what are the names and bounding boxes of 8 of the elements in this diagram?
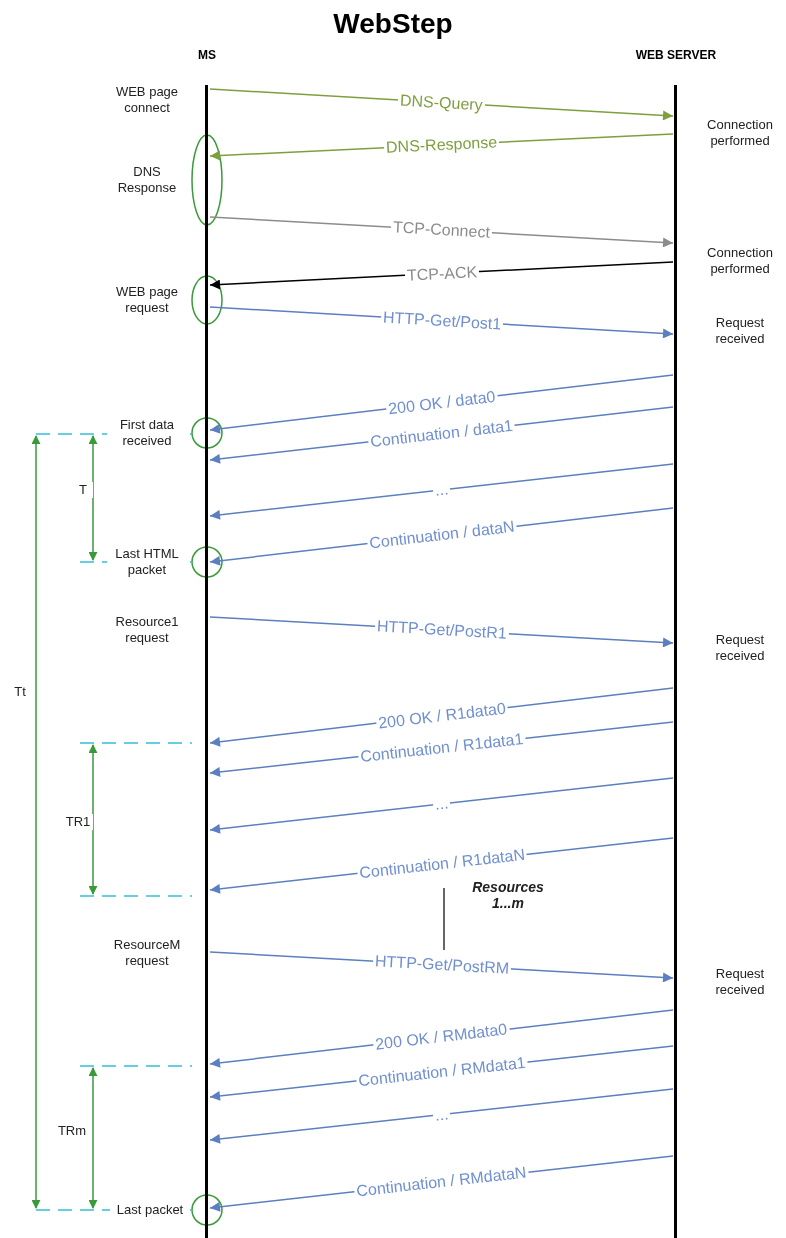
message-arrow xyxy=(209,463,674,520)
lifeline-header: WEB SERVER xyxy=(634,48,718,62)
message-label: DNS-Query xyxy=(397,91,486,114)
lifeline-header: MS xyxy=(197,48,217,62)
time-label: TR1 xyxy=(63,814,93,830)
message-arrow xyxy=(209,1088,674,1144)
message-arrow xyxy=(209,777,674,834)
diagram-title: WebStep xyxy=(332,8,454,40)
